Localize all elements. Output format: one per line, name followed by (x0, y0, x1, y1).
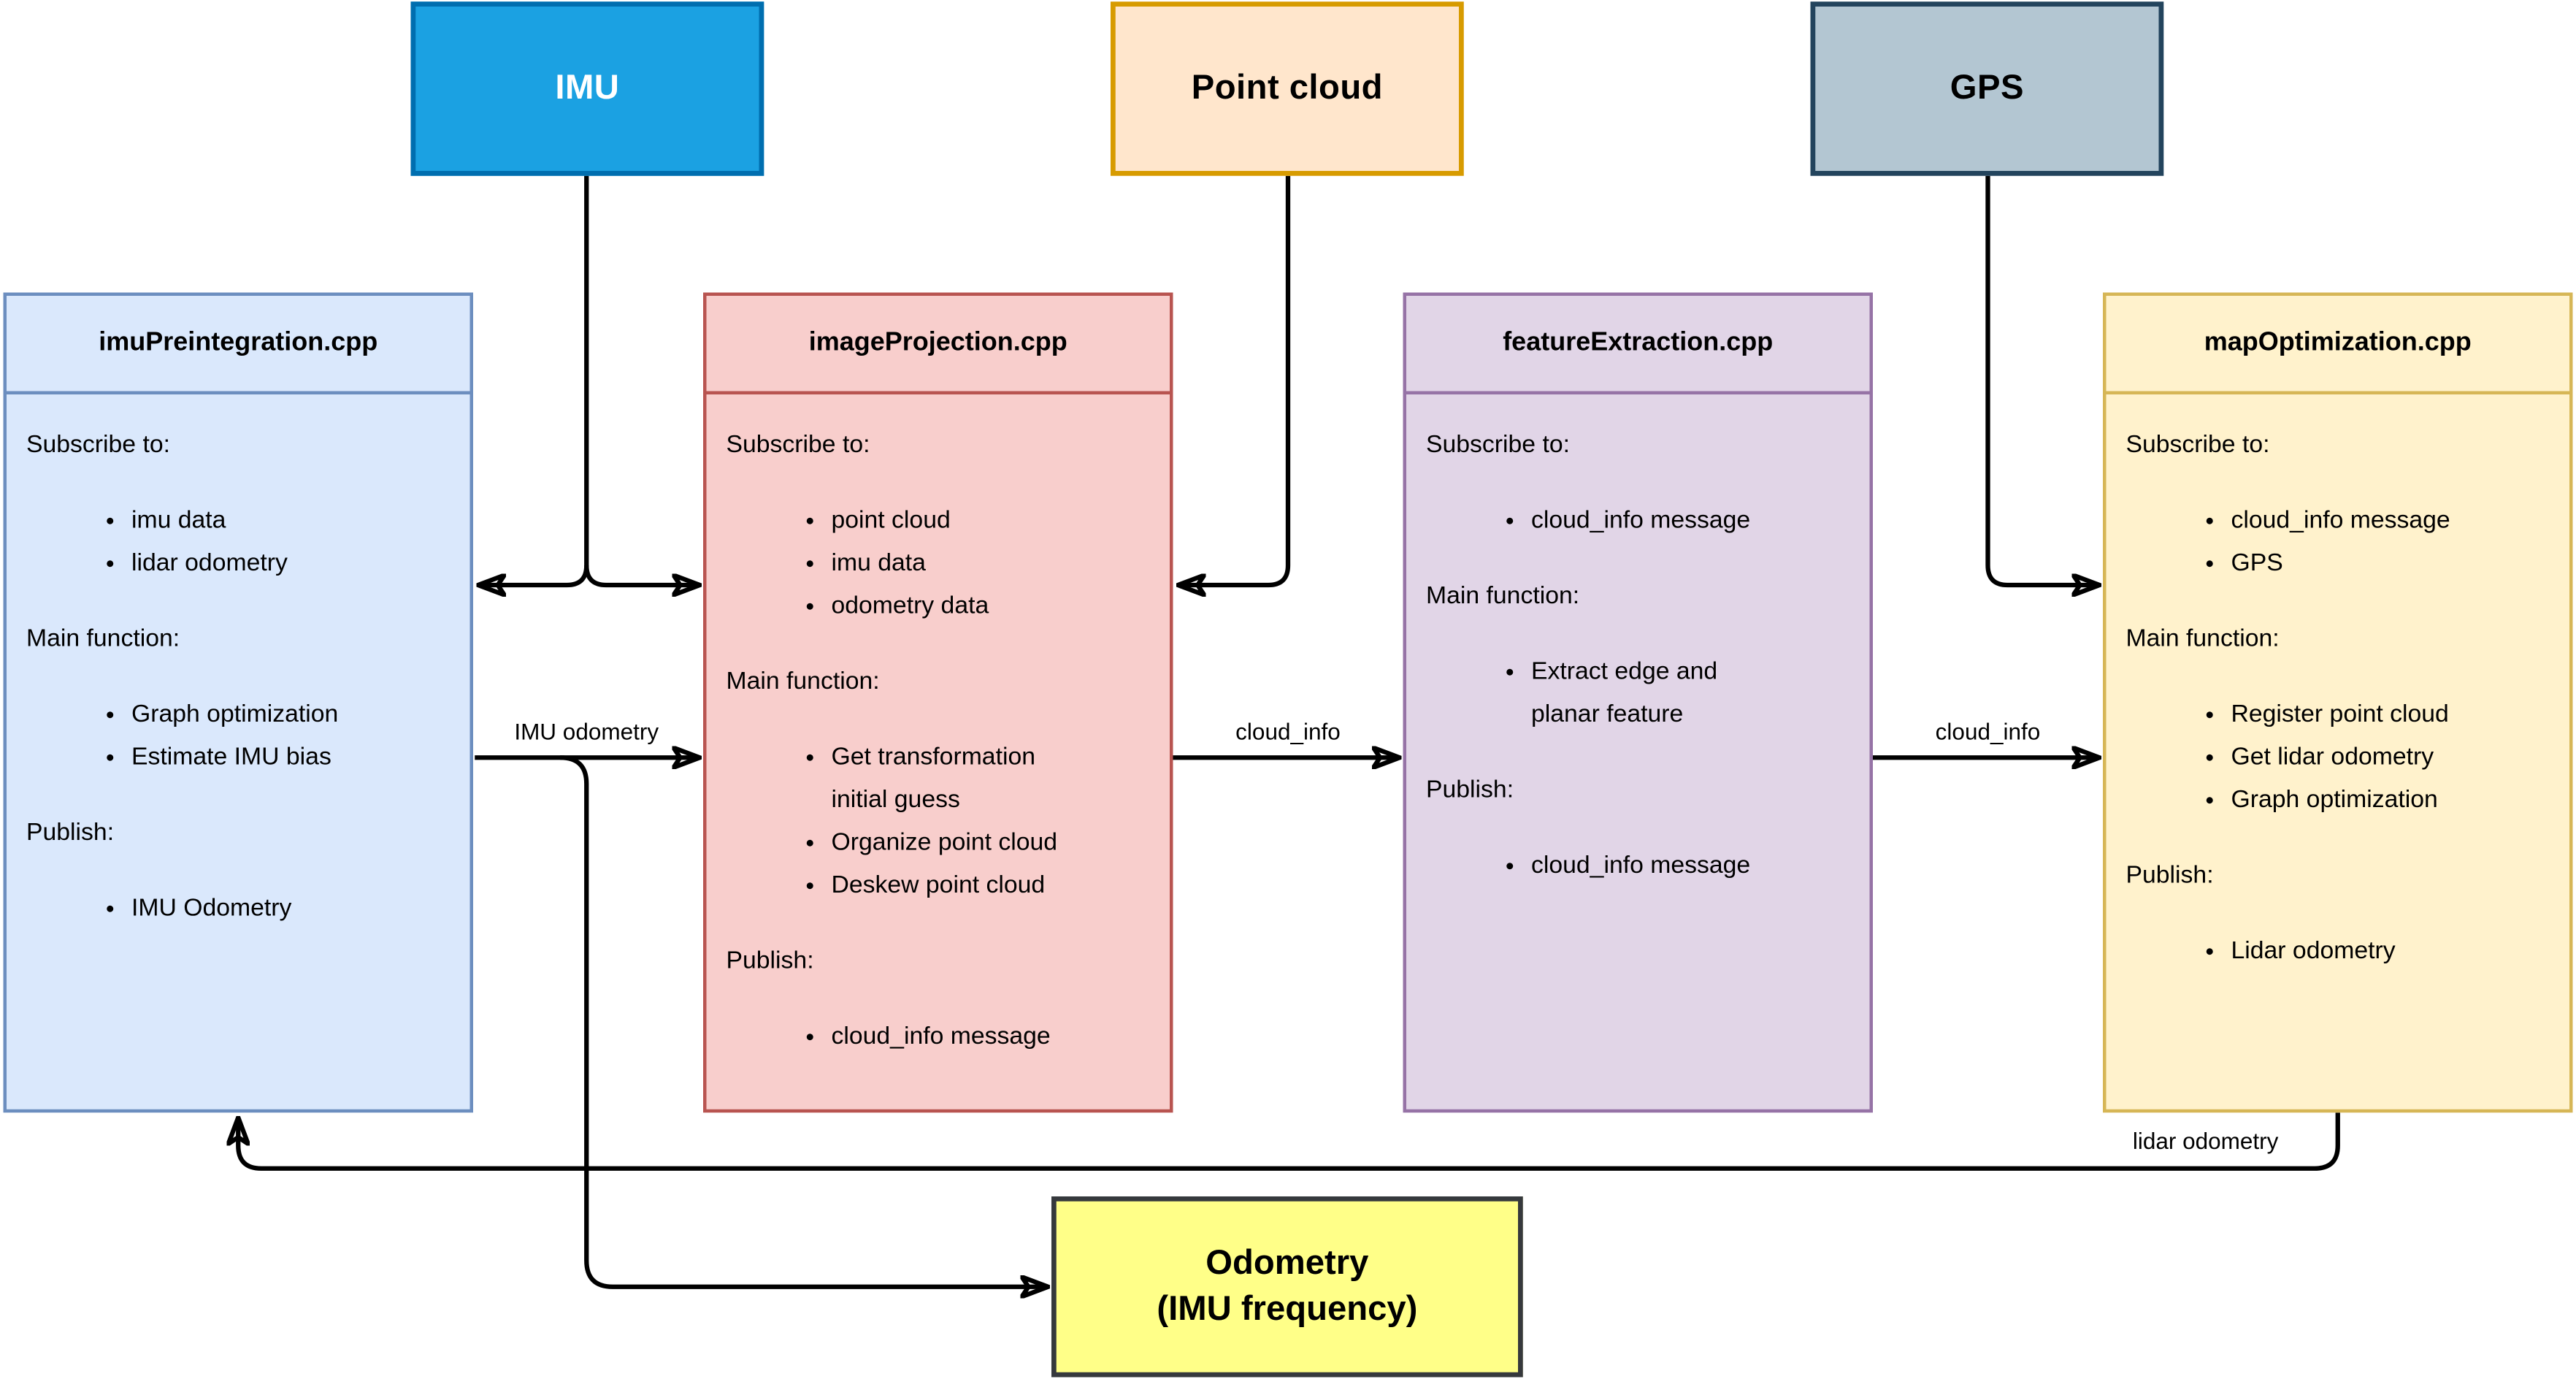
list-item: Estimate IMU bias (131, 736, 386, 779)
list-item: Organize point cloud (832, 822, 1086, 865)
node-gps-label: GPS (1950, 69, 2024, 107)
node-mapoptimization: mapOptimization.cpp Subscribe to: cloud_… (2103, 292, 2573, 1113)
list-item: odometry data (832, 585, 1086, 628)
edge-pointcloud-to-imageprojection (1180, 175, 1291, 585)
node-gps: GPS (1810, 1, 2164, 176)
node-imupreintegration: imuPreintegration.cpp Subscribe to: imu … (3, 292, 473, 1113)
node-featureextraction: featureExtraction.cpp Subscribe to: clou… (1403, 292, 1873, 1113)
list-item: cloud_info message (832, 1016, 1086, 1059)
bullet-list: cloud_info message (1426, 500, 1857, 543)
edge-imu-drop-to-imageprojection (584, 565, 698, 585)
section-heading: Main function: (726, 667, 880, 695)
module-title: mapOptimization.cpp (2106, 296, 2569, 394)
edge-label-cloud-info-2: cloud_info (1935, 718, 2041, 745)
module-body: Subscribe to: cloud_info message Main fu… (1406, 394, 1870, 887)
section-heading: Main function: (26, 624, 180, 653)
module-title: featureExtraction.cpp (1406, 296, 1870, 394)
list-item: cloud_info message (1531, 845, 1786, 888)
bullet-list: cloud_info message (727, 1016, 1157, 1059)
node-point-cloud: Point cloud (1111, 1, 1464, 176)
odometry-label-line1: Odometry (1205, 1243, 1369, 1282)
module-body: Subscribe to: point cloud imu data odome… (707, 394, 1170, 1058)
bullet-list: Extract edge and planar feature (1426, 651, 1857, 736)
list-item: imu data (832, 543, 1086, 586)
section-heading: Publish: (1426, 776, 1514, 804)
module-title: imuPreintegration.cpp (7, 296, 470, 394)
node-point-cloud-label: Point cloud (1191, 69, 1383, 107)
list-item: Get lidar odometry (2231, 736, 2486, 779)
list-item: Register point cloud (2231, 694, 2486, 737)
section-heading: Main function: (2125, 624, 2280, 653)
section-heading: Publish: (26, 818, 115, 847)
list-item: lidar odometry (131, 543, 386, 586)
list-item: IMU Odometry (131, 887, 386, 931)
bullet-list: Get transformation initial guess Organiz… (727, 736, 1157, 907)
edge-imu-odometry-branch-to-odometry (560, 755, 1046, 1287)
edge-gps-to-mapoptimization (1985, 175, 2098, 585)
section-heading: Subscribe to: (2125, 430, 2270, 459)
module-body: Subscribe to: imu data lidar odometry Ma… (7, 394, 470, 931)
list-item: point cloud (832, 500, 1086, 543)
list-item: Lidar odometry (2231, 931, 2486, 974)
section-heading: Publish: (726, 947, 814, 975)
section-heading: Subscribe to: (726, 430, 870, 459)
bullet-list: cloud_info message GPS (2126, 500, 2557, 585)
node-odometry-imu-frequency: Odometry (IMU frequency) (1051, 1196, 1523, 1378)
edge-label-cloud-info-1: cloud_info (1235, 718, 1341, 745)
section-heading: Publish: (2125, 861, 2214, 890)
odometry-label-line2: (IMU frequency) (1157, 1290, 1418, 1328)
list-item: imu data (131, 500, 386, 543)
bullet-list: Graph optimization Estimate IMU bias (26, 694, 457, 779)
module-body: Subscribe to: cloud_info message GPS Mai… (2107, 394, 2570, 973)
section-heading: Subscribe to: (1426, 430, 1570, 459)
bullet-list: IMU Odometry (26, 887, 457, 931)
list-item: cloud_info message (1531, 500, 1786, 543)
bullet-list: Register point cloud Get lidar odometry … (2126, 694, 2557, 822)
list-item: Extract edge and planar feature (1531, 651, 1786, 736)
edge-label-lidar-odometry: lidar odometry (2132, 1127, 2279, 1154)
node-imu: IMU (410, 1, 764, 176)
list-item: GPS (2231, 543, 2486, 586)
edge-lidar-odometry-feedback (238, 1112, 2340, 1171)
list-item: cloud_info message (2231, 500, 2486, 543)
module-title: imageProjection.cpp (706, 296, 1170, 394)
bullet-list: Lidar odometry (2126, 931, 2557, 974)
bullet-list: imu data lidar odometry (26, 500, 457, 585)
list-item: Graph optimization (131, 694, 386, 737)
node-imageprojection: imageProjection.cpp Subscribe to: point … (703, 292, 1173, 1113)
bullet-list: cloud_info message (1426, 845, 1857, 888)
list-item: Graph optimization (2231, 779, 2486, 822)
edge-imu-drop-to-imupreintegration (480, 175, 589, 585)
list-item: Get transformation initial guess (832, 736, 1086, 822)
edge-label-imu-odometry: IMU odometry (514, 718, 659, 745)
list-item: Deskew point cloud (832, 865, 1086, 908)
section-heading: Main function: (1426, 581, 1580, 610)
bullet-list: point cloud imu data odometry data (727, 500, 1157, 628)
node-imu-label: IMU (555, 69, 620, 107)
section-heading: Subscribe to: (26, 430, 170, 459)
